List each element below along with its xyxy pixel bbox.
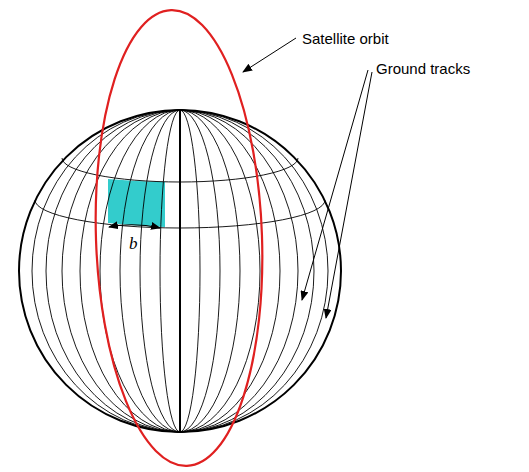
globe-outline — [19, 110, 341, 432]
dimension-label: b — [129, 234, 138, 254]
leader-line — [302, 70, 368, 300]
meridian-line — [140, 110, 220, 432]
leader-line — [326, 72, 372, 318]
tracks-label: Ground tracks — [376, 60, 470, 77]
meridian-lines — [32, 110, 328, 432]
meridian-line — [160, 110, 200, 432]
leader-line — [243, 38, 296, 72]
meridian-line — [46, 110, 314, 432]
satellite-orbit — [88, 7, 270, 469]
dimension-arrow — [109, 225, 160, 228]
meridian-line — [80, 110, 280, 432]
area-patch — [108, 179, 165, 227]
meridian-line — [100, 110, 260, 432]
central-meridian — [179, 110, 181, 432]
meridian-line — [32, 110, 328, 432]
meridian-line — [120, 110, 240, 432]
orbit-label: Satellite orbit — [302, 30, 389, 47]
